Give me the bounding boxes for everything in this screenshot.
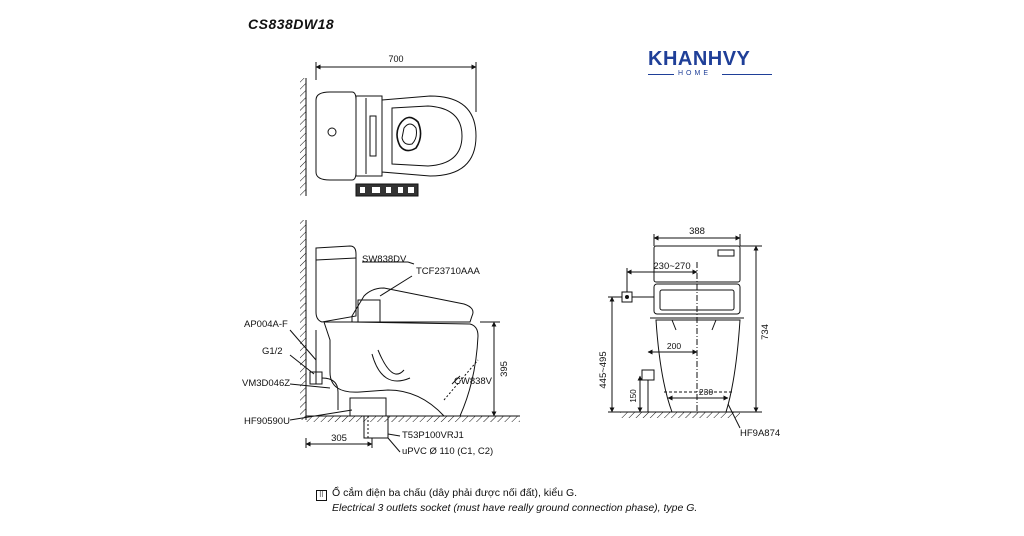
- remote-btn: [398, 187, 403, 193]
- tank-badge: [717, 249, 735, 257]
- trap-curve: [371, 353, 411, 382]
- floor-hatch-side: [306, 416, 520, 422]
- brand-logo: KHANHVY HOME: [648, 48, 772, 78]
- dim-socket-height: 445~495: [598, 351, 609, 388]
- bowl-opening-inner: [401, 123, 417, 145]
- bolt-right: [711, 319, 717, 331]
- leader-bolt: [727, 403, 741, 429]
- angle-valve-front: [641, 369, 655, 381]
- label-bolt: HF9A874: [740, 428, 780, 439]
- label-angle-valve: AP004A-F: [244, 319, 288, 330]
- outlet-pipe: [363, 415, 389, 439]
- bowl-opening: [396, 116, 422, 152]
- remote-btn: [408, 187, 414, 193]
- remote-btn: [372, 187, 380, 193]
- front-view: [608, 234, 762, 429]
- tank-lid-line: [315, 257, 357, 261]
- socket-pin: [625, 295, 629, 299]
- leader-bowl: [451, 375, 461, 385]
- logo-rule-left: [648, 74, 674, 75]
- note-vi-line: ⠿ Ổ cắm điện ba chấu (dây phải được nối đ…: [316, 486, 697, 501]
- lid-outline: [381, 95, 477, 177]
- bowl-hidden-line: [443, 359, 479, 401]
- floor-hatch-front: [620, 412, 740, 418]
- dim-socket-offset: 230~270: [653, 261, 690, 272]
- label-outlet: T53P100VRJ1: [402, 430, 464, 441]
- flex-hose: [321, 377, 339, 410]
- label-hose: VM3D046Z: [242, 378, 290, 389]
- brand-sub: HOME: [678, 70, 711, 77]
- seat-hinge-block: [355, 95, 383, 177]
- leader-flange: [289, 409, 353, 421]
- bowl-inner-outline: [391, 105, 463, 167]
- leader-seat: [379, 275, 413, 297]
- seat-lid-side: [351, 287, 474, 323]
- tank-top-outline: [315, 91, 357, 181]
- leader-tank-end: [407, 261, 415, 265]
- note-vi: Ổ cắm điện ba chấu (dây phải được nối đấ…: [332, 487, 578, 499]
- dim-height-150: 150: [629, 389, 638, 403]
- dim-offset-230: 230: [699, 387, 713, 397]
- wall-hatch-top: [300, 78, 306, 196]
- dim-seat-height: 395: [499, 361, 510, 377]
- side-view: [289, 220, 520, 453]
- label-thread: G1/2: [262, 346, 283, 357]
- wall-hatch-side: [300, 220, 306, 420]
- label-bowl: CW838V: [454, 376, 493, 387]
- leader-hose: [289, 383, 331, 389]
- dim-top-width: 700: [388, 54, 403, 64]
- bowl-front-outline: [655, 319, 741, 413]
- electrical-note: ⠿ Ổ cắm điện ba chấu (dây phải được nối đ…: [316, 486, 697, 516]
- flush-button-icon: [327, 127, 337, 137]
- label-flange: HF90590U: [244, 416, 290, 427]
- label-tank: SW838DV: [362, 254, 407, 265]
- leader-outlet: [387, 433, 401, 437]
- remote-btn: [386, 187, 391, 193]
- leader-thread: [289, 354, 315, 375]
- dim-offset-200: 200: [667, 341, 681, 351]
- dim-rough-in: 305: [331, 433, 347, 444]
- hinge-detail: [369, 115, 377, 157]
- note-en: Electrical 3 outlets socket (must have r…: [332, 502, 698, 514]
- tank-side-outline: [315, 245, 357, 323]
- floor-flange: [349, 397, 387, 417]
- trap-curve-inner: [377, 349, 405, 375]
- socket-icon: ⠿: [316, 490, 327, 501]
- model-code: CS838DW18: [248, 16, 335, 32]
- label-seat: TCF23710AAA: [416, 266, 481, 277]
- leader-angle-valve: [289, 329, 317, 361]
- bolt-left: [671, 319, 677, 331]
- brand-name: KHANHVY: [648, 48, 751, 70]
- bowl-side-outline: [323, 321, 479, 417]
- dim-front-width: 388: [689, 226, 705, 237]
- seat-hinge-side: [357, 299, 381, 323]
- dim-total-height: 734: [760, 324, 771, 340]
- label-pipe: uPVC Ø 110 (C1, C2): [402, 446, 493, 457]
- logo-rule-right: [722, 74, 772, 75]
- leader-pipe: [387, 437, 401, 453]
- remote-btn: [360, 187, 365, 193]
- top-view: [300, 62, 477, 197]
